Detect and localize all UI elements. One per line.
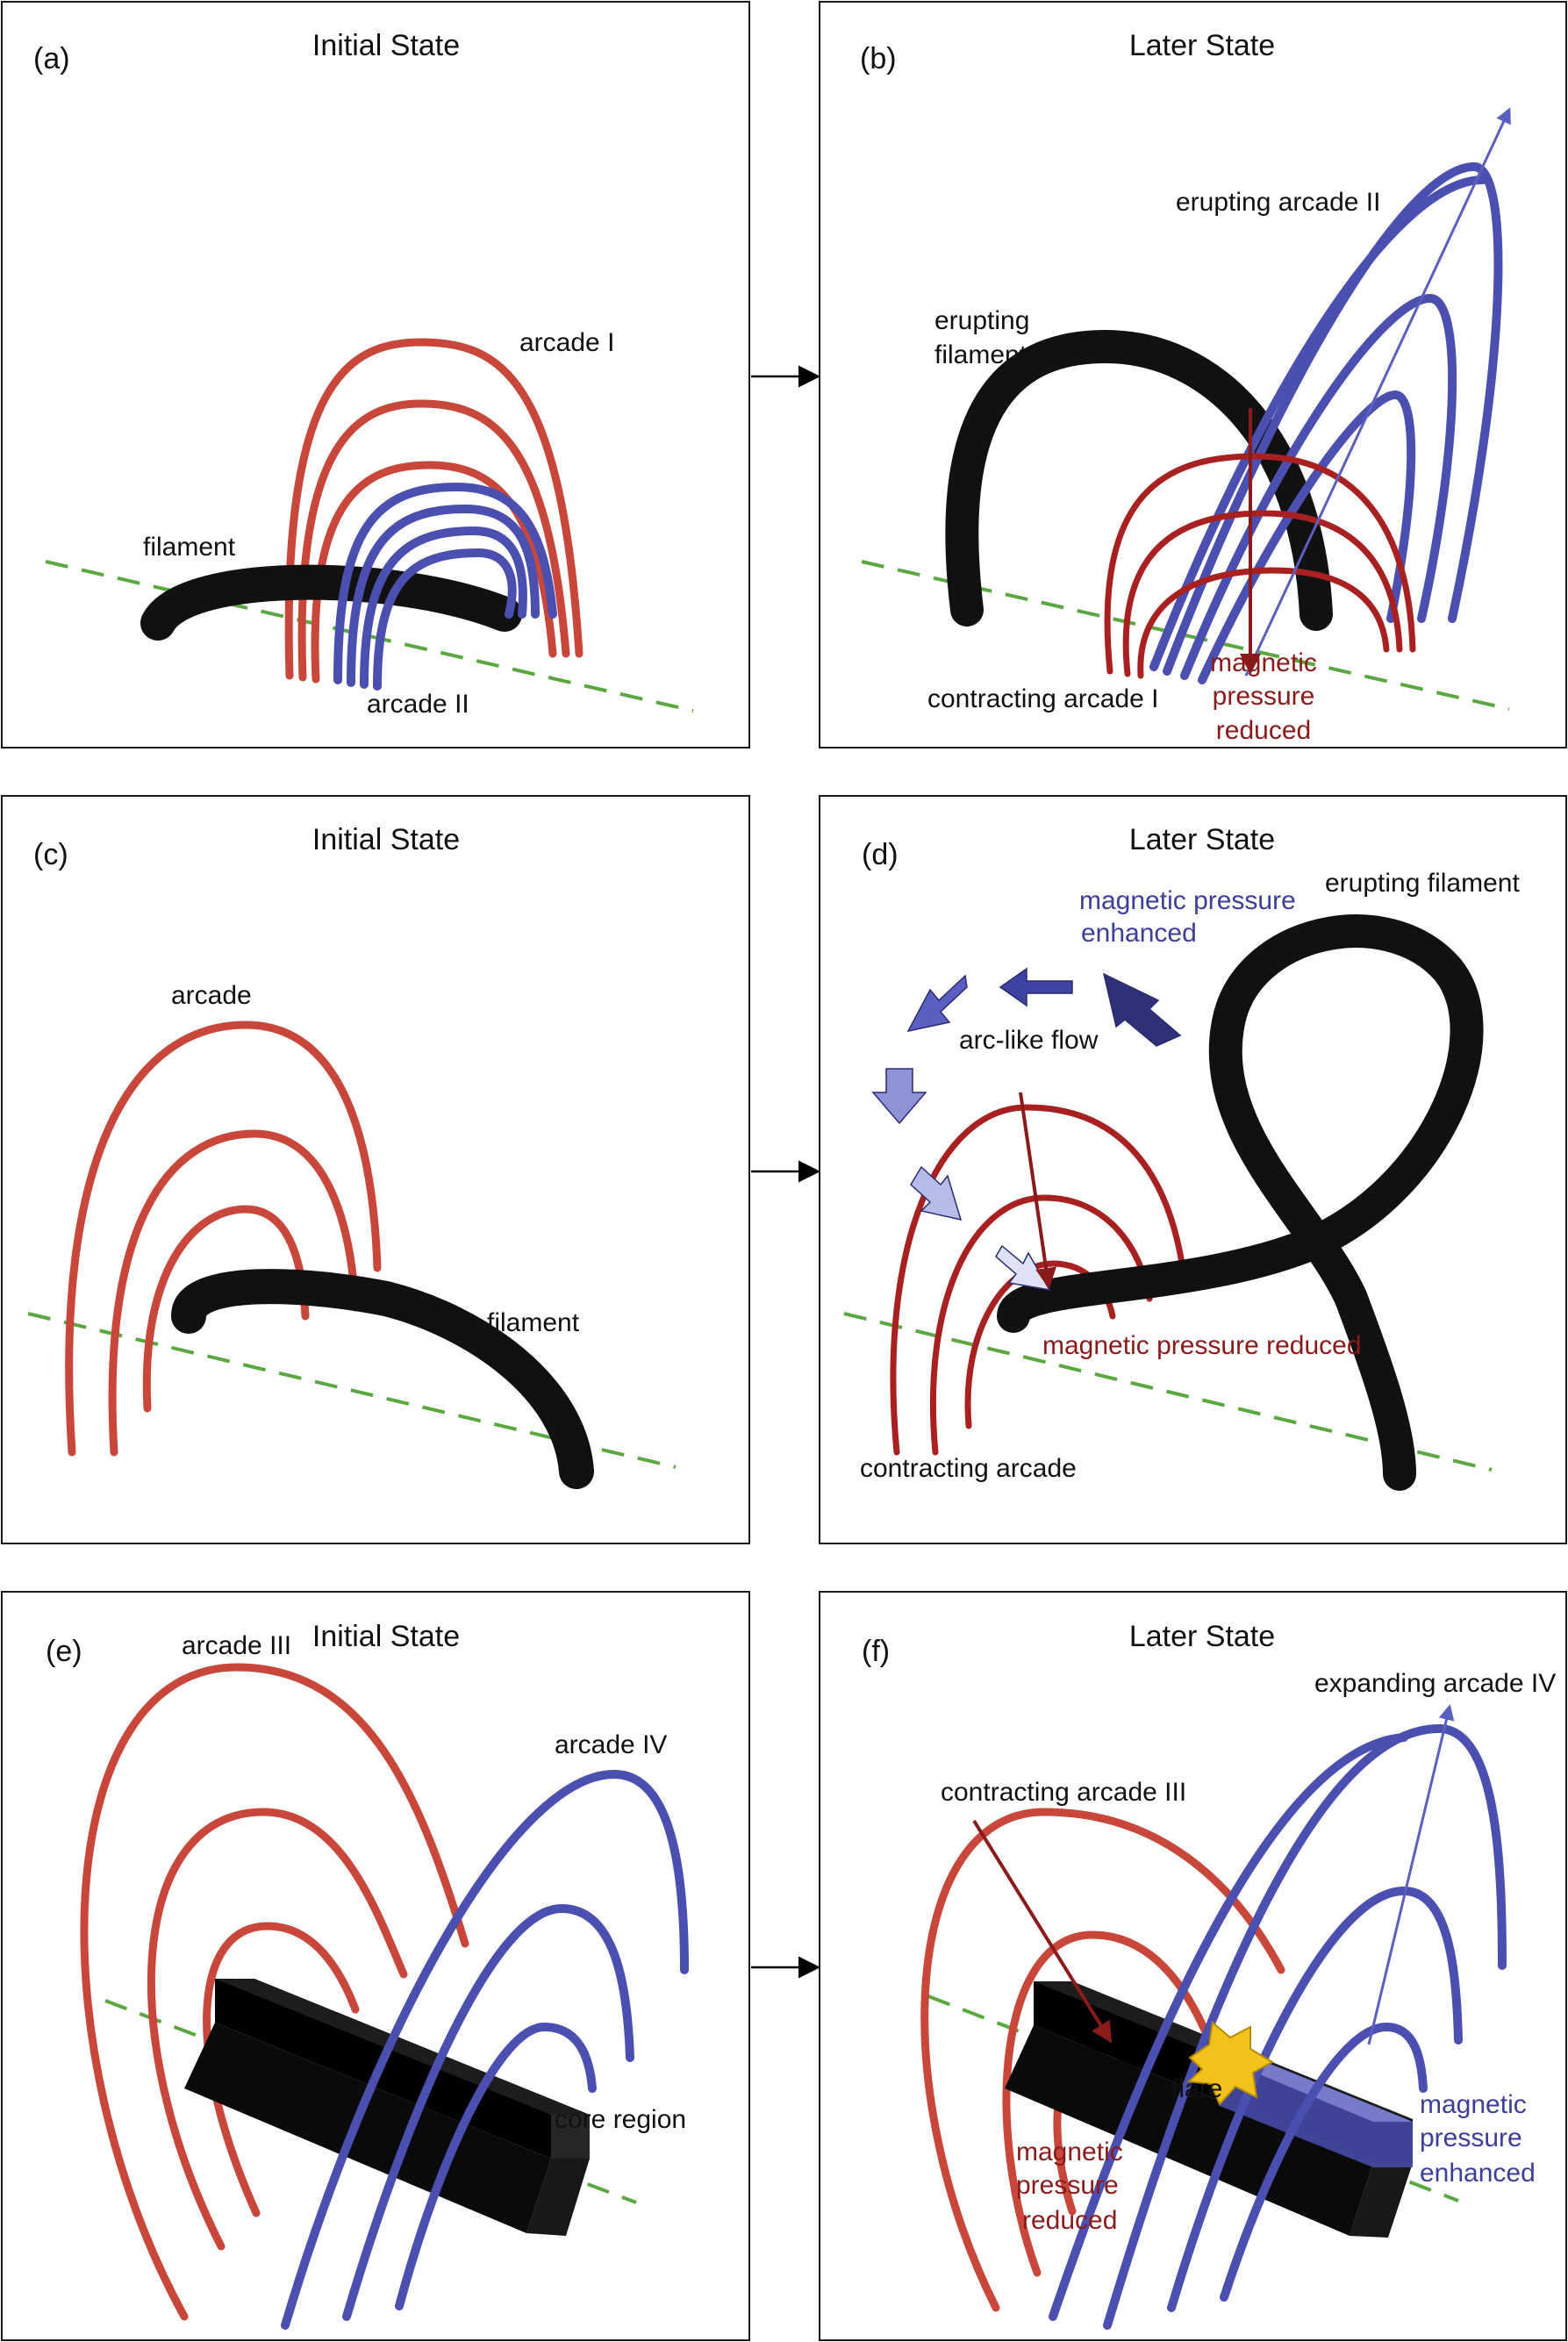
label-magnetic-pressure-reduced: magnetic — [1016, 2138, 1123, 2167]
label-magnetic-pressure-reduced: magnetic pressure reduced — [1042, 1331, 1362, 1360]
arcade-iv — [281, 1769, 689, 2330]
label-core-region: core region — [555, 2105, 686, 2134]
label-filament: filament — [143, 533, 236, 562]
neutral-line — [104, 1999, 637, 2204]
panel-a-frame — [1, 1, 750, 748]
erupting-filament — [997, 914, 1484, 1491]
label-magnetic-pressure-enhanced: magnetic — [1420, 2090, 1527, 2119]
label-magnetic-pressure-reduced: pressure — [1016, 2171, 1119, 2200]
expansion-arrow — [1367, 1704, 1455, 2045]
panel-a-title: Initial State — [312, 29, 460, 62]
panel-a: (a) Initial State arcade I filament arca… — [1, 1, 750, 748]
panel-f-title: Later State — [1129, 1620, 1275, 1653]
label-contracting-arcade-i: contracting arcade I — [927, 684, 1158, 713]
panel-b: (b) Later State erupting arcade II erupt… — [819, 1, 1567, 748]
label-arcade-ii: arcade II — [367, 690, 469, 719]
label-magnetic-pressure-enhanced: enhanced — [1420, 2159, 1536, 2188]
arcade — [65, 1021, 382, 1457]
filament — [171, 1269, 594, 1489]
panel-e: (e) Initial State arcade III arcade IV c… — [1, 1591, 750, 2341]
label-arcade-iv: arcade IV — [555, 1730, 667, 1759]
panel-a-letter: (a) — [33, 42, 70, 75]
label-magnetic-pressure-reduced: reduced — [1216, 716, 1311, 745]
panel-c-title: Initial State — [312, 823, 460, 856]
label-arcade-iii: arcade III — [182, 1631, 291, 1660]
label-magnetic-pressure-enhanced: pressure — [1420, 2124, 1522, 2152]
label-erupting-filament: erupting — [934, 306, 1029, 335]
panel-d-letter: (d) — [862, 838, 899, 871]
core-region — [184, 1979, 590, 2236]
panel-c-letter: (c) — [33, 838, 68, 871]
flare-icon — [1186, 2021, 1275, 2106]
panel-c: (c) Initial State arcade filament — [1, 795, 750, 1544]
filament — [140, 564, 522, 641]
panel-f-letter: (f) — [862, 1635, 890, 1668]
panel-e-letter: (e) — [46, 1635, 82, 1668]
panel-d-frame — [819, 795, 1567, 1544]
label-flare: flare — [1171, 2074, 1222, 2103]
expansion-arrow — [1244, 107, 1511, 677]
panel-b-title: Later State — [1129, 29, 1275, 62]
contraction-arrow — [972, 1819, 1113, 2044]
arcade-i — [284, 338, 584, 684]
erupting-arcade-ii — [1149, 161, 1503, 684]
panel-e-title: Initial State — [312, 1620, 460, 1653]
label-arcade-i: arcade I — [519, 328, 614, 357]
label-erupting-filament: filament — [934, 340, 1027, 369]
label-magnetic-pressure-reduced: pressure — [1213, 682, 1315, 711]
label-magnetic-pressure-reduced: magnetic — [1210, 648, 1317, 677]
label-filament: filament — [487, 1308, 580, 1337]
arcade-ii — [333, 482, 557, 691]
panel-f: (f) Later State flare expanding arcade I… — [819, 1591, 1567, 2341]
label-magnetic-pressure-enhanced: enhanced — [1081, 919, 1197, 948]
label-magnetic-pressure-enhanced: magnetic pressure — [1079, 886, 1296, 915]
panel-d-title: Later State — [1129, 823, 1275, 856]
contraction-arrow — [1019, 1092, 1056, 1289]
label-contracting-arcade-iii: contracting arcade III — [941, 1778, 1186, 1807]
label-arcade: arcade — [171, 981, 252, 1010]
contracting-arcade-i — [1104, 453, 1416, 679]
panel-c-frame — [1, 795, 750, 1544]
label-magnetic-pressure-reduced: reduced — [1022, 2206, 1117, 2235]
label-arc-like-flow: arc-like flow — [959, 1026, 1099, 1055]
label-expanding-arcade-iv: expanding arcade IV — [1314, 1669, 1556, 1698]
label-erupting-filament: erupting filament — [1325, 869, 1520, 898]
label-contracting-arcade: contracting arcade — [860, 1454, 1077, 1483]
expanding-arcade-iv — [1049, 1723, 1507, 2330]
panel-d: (d) Later State magnetic pressure enhanc… — [819, 795, 1567, 1544]
label-erupting-arcade-ii: erupting arcade II — [1176, 188, 1380, 217]
panel-b-letter: (b) — [860, 42, 897, 75]
